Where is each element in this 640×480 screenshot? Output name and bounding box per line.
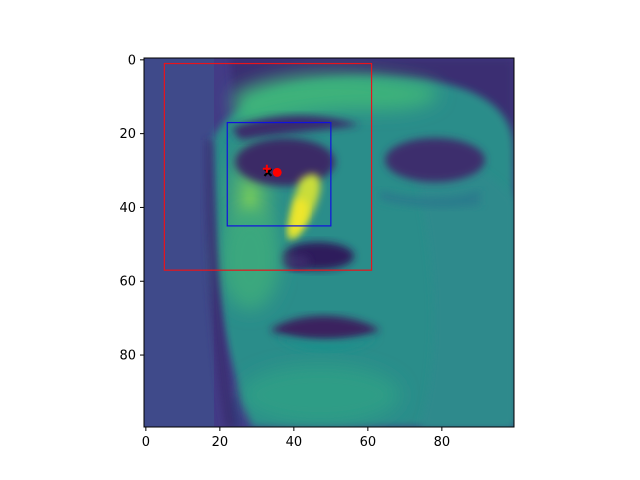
y-tick-label: 80 — [119, 349, 136, 364]
overlays — [163, 62, 373, 271]
inner-bounding-box — [226, 121, 332, 227]
x-tick-label: 40 — [286, 435, 303, 450]
y-tick-label: 40 — [119, 201, 136, 216]
y-tick-label: 0 — [128, 53, 136, 68]
x-marker — [263, 168, 273, 177]
outer-bounding-box — [163, 62, 373, 271]
x-tick-label: 0 — [142, 435, 150, 450]
circle-marker — [272, 167, 282, 177]
y-axis: 0 20 40 60 80 — [119, 53, 144, 364]
x-tick-label: 20 — [212, 435, 229, 450]
x-tick-label: 80 — [434, 435, 451, 450]
plot-frame — [143, 57, 515, 428]
y-tick-label: 20 — [119, 127, 136, 142]
x-axis: 0 20 40 60 80 — [142, 427, 450, 450]
plus-marker — [262, 164, 271, 173]
x-tick-label: 60 — [360, 435, 377, 450]
y-tick-label: 60 — [119, 275, 136, 290]
face-image — [144, 58, 514, 427]
